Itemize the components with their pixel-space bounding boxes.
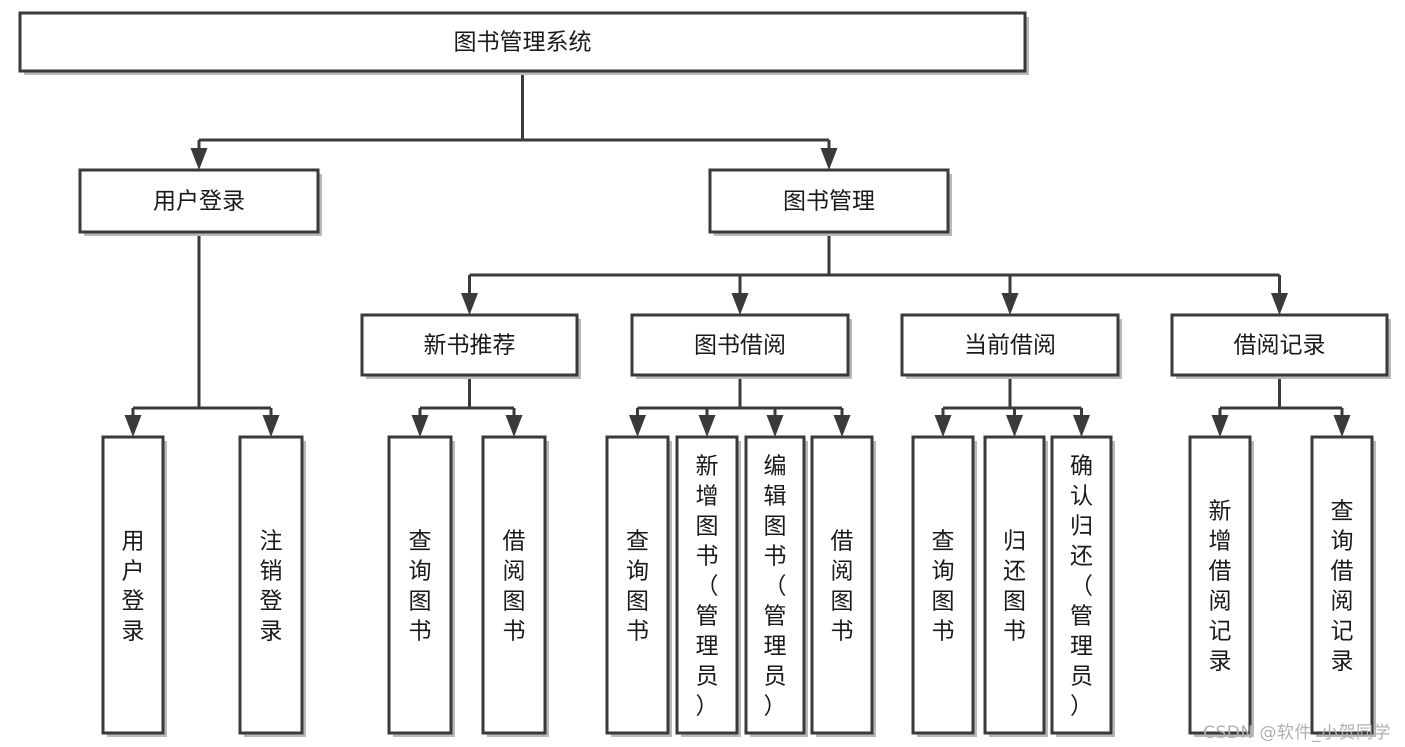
node-box[interactable] <box>911 435 975 735</box>
node-l2_1[interactable]: 图书管理 <box>708 168 952 236</box>
node-label: 用户登录 <box>122 528 145 644</box>
node-leaf_11[interactable]: 新增借阅记录 <box>1188 435 1254 737</box>
arrow-head-icon <box>1271 293 1288 315</box>
node-label: 借阅记录 <box>1234 333 1326 359</box>
arrow-head-icon <box>190 148 208 170</box>
arrow-head-icon <box>1001 293 1019 315</box>
node-box[interactable] <box>1170 313 1389 377</box>
node-leaf_6[interactable]: 编辑图书（管理员） <box>744 435 808 737</box>
node-box[interactable] <box>708 168 950 234</box>
arrow-head-icon <box>1333 415 1351 437</box>
node-leaf_2[interactable]: 查询图书 <box>387 435 455 737</box>
arrow-head-icon <box>629 415 646 437</box>
watermark-text: CSDN @软件_小贺同学 <box>1203 723 1391 743</box>
edges-layer <box>124 71 1351 437</box>
node-label: 编辑图书（管理员） <box>764 453 787 719</box>
node-root[interactable]: 图书管理系统 <box>18 11 1029 75</box>
node-label: 查询图书 <box>932 528 955 644</box>
node-box[interactable] <box>744 435 806 735</box>
node-box[interactable] <box>983 435 1046 735</box>
node-label: 新增图书（管理员） <box>696 453 719 719</box>
node-box[interactable] <box>387 435 453 735</box>
arrow-head-icon <box>124 415 142 437</box>
node-l3_2[interactable]: 当前借阅 <box>900 313 1122 379</box>
node-box[interactable] <box>675 435 739 735</box>
arrow-head-icon <box>411 415 429 437</box>
node-box[interactable] <box>481 435 547 735</box>
node-label: 归还图书 <box>1003 528 1026 644</box>
arrow-head-icon <box>1073 415 1090 437</box>
node-label: 查询图书 <box>409 528 432 644</box>
arrow-head-icon <box>698 415 716 437</box>
node-leaf_8[interactable]: 查询图书 <box>911 435 977 737</box>
node-label: 注销登录 <box>260 528 283 644</box>
node-label: 图书管理系统 <box>454 30 592 56</box>
arrow-head-icon <box>1211 415 1229 437</box>
node-label: 借阅图书 <box>831 528 854 644</box>
node-box[interactable] <box>360 313 579 377</box>
node-leaf_3[interactable]: 借阅图书 <box>481 435 549 737</box>
node-label: 新书推荐 <box>424 333 516 359</box>
node-box[interactable] <box>810 435 874 735</box>
node-leaf_0[interactable]: 用户登录 <box>101 435 167 737</box>
node-l3_1[interactable]: 图书借阅 <box>630 313 852 379</box>
node-box[interactable] <box>1310 435 1374 735</box>
node-label: 借阅图书 <box>503 528 526 644</box>
node-box[interactable] <box>900 313 1120 377</box>
node-box[interactable] <box>78 168 320 234</box>
node-label: 图书借阅 <box>694 333 786 359</box>
node-leaf_7[interactable]: 借阅图书 <box>810 435 876 737</box>
node-box[interactable] <box>18 11 1027 73</box>
arrow-head-icon <box>1006 415 1023 437</box>
node-box[interactable] <box>1188 435 1252 735</box>
node-label: 查询图书 <box>626 528 649 644</box>
node-leaf_9[interactable]: 归还图书 <box>983 435 1048 737</box>
arrow-head-icon <box>731 293 749 315</box>
node-label: 查询借阅记录 <box>1331 498 1354 674</box>
node-l3_3[interactable]: 借阅记录 <box>1170 313 1391 379</box>
node-box[interactable] <box>605 435 670 735</box>
node-box[interactable] <box>1050 435 1113 735</box>
node-box[interactable] <box>101 435 165 735</box>
node-label: 新增借阅记录 <box>1209 498 1232 674</box>
arrow-head-icon <box>820 148 838 170</box>
nodes-layer: 图书管理系统用户登录图书管理新书推荐图书借阅当前借阅借阅记录用户登录注销登录查询… <box>18 11 1391 737</box>
arrow-head-icon <box>934 415 952 437</box>
node-leaf_5[interactable]: 新增图书（管理员） <box>675 435 741 737</box>
arrow-head-icon <box>262 415 280 437</box>
node-l2_0[interactable]: 用户登录 <box>78 168 322 236</box>
node-leaf_10[interactable]: 确认归还（管理员） <box>1050 435 1115 737</box>
node-box[interactable] <box>630 313 850 377</box>
arrow-head-icon <box>505 415 523 437</box>
arrow-head-icon <box>833 415 851 437</box>
node-l3_0[interactable]: 新书推荐 <box>360 313 581 379</box>
node-label: 确认归还（管理员） <box>1070 453 1093 719</box>
node-box[interactable] <box>238 435 304 735</box>
arrow-head-icon <box>461 293 478 315</box>
node-label: 用户登录 <box>153 189 245 215</box>
node-label: 当前借阅 <box>964 333 1056 359</box>
node-leaf_4[interactable]: 查询图书 <box>605 435 672 737</box>
node-leaf_1[interactable]: 注销登录 <box>238 435 306 737</box>
node-leaf_12[interactable]: 查询借阅记录 <box>1310 435 1376 737</box>
arrow-head-icon <box>766 415 784 437</box>
node-label: 图书管理 <box>783 189 875 215</box>
